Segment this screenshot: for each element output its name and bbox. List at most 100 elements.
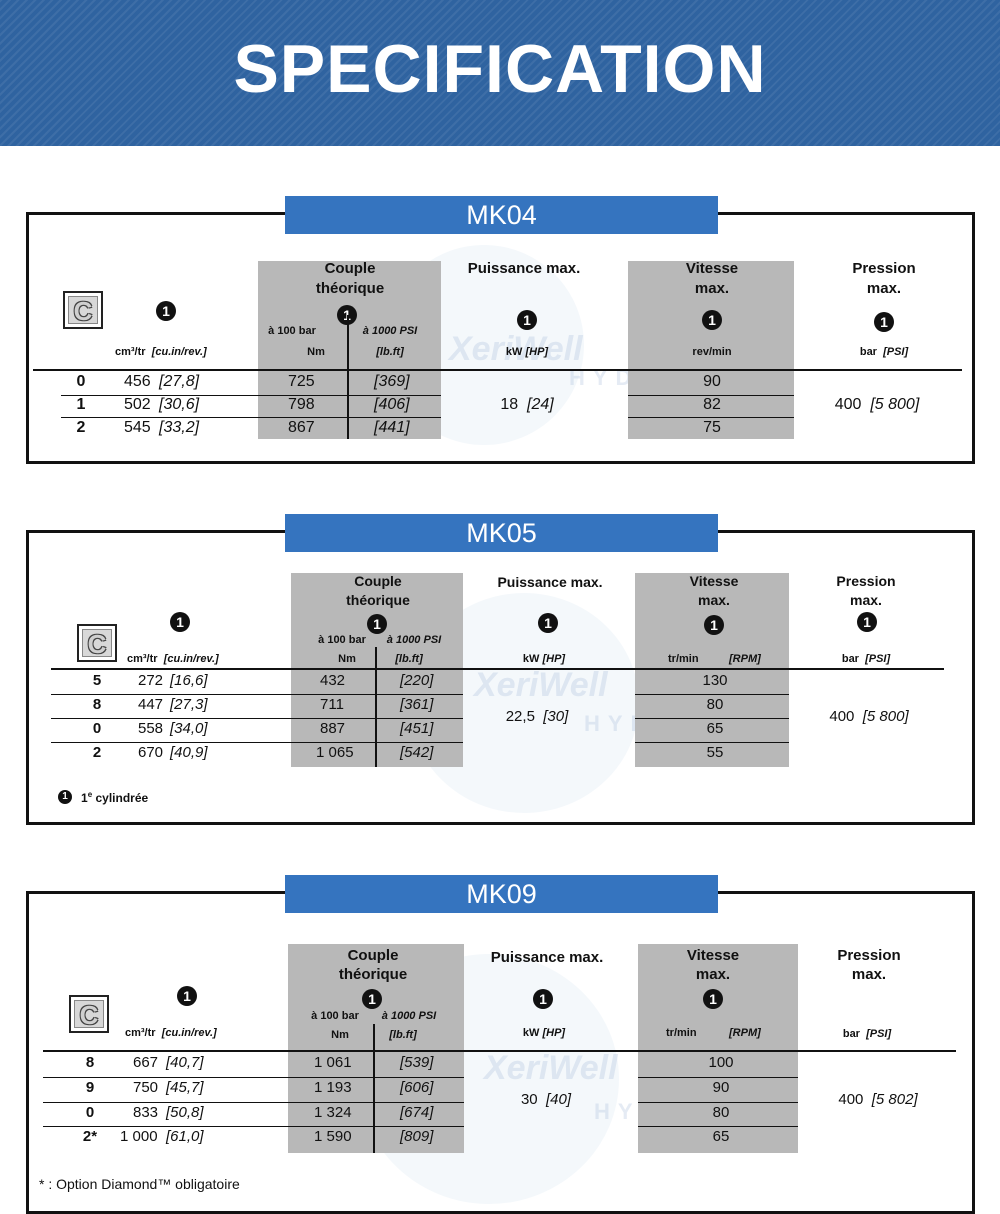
torque-unit: Nm: [331, 1029, 349, 1041]
torque-cond: à 100 bar: [311, 1010, 359, 1022]
pressure-unit: bar [PSI]: [842, 1028, 892, 1040]
footnote-text: * : Option Diamond™ obligatoire: [39, 1176, 240, 1192]
puissance-header: Puissance max.: [467, 260, 581, 277]
puissance-header: Puissance max.: [497, 574, 603, 590]
displacement-unit: cm³/tr [cu.in/rev.]: [125, 1027, 217, 1039]
header-rule: [33, 369, 962, 371]
row-rule: [61, 395, 441, 396]
row-rule: [628, 417, 794, 418]
pression-marker-icon: 1: [874, 312, 894, 332]
couple-header: Couple théorique: [315, 260, 385, 297]
puissance-header: Puissance max.: [490, 949, 604, 966]
power-unit: kW [HP]: [505, 346, 549, 358]
vitesse-marker-icon: 1: [704, 615, 724, 635]
watermark-brand: XeriWell: [474, 666, 608, 704]
pressure-value: 400 [5 800]: [834, 396, 920, 413]
header-rule: [43, 1050, 956, 1052]
pressure-value: 400 [5 800]: [829, 708, 909, 725]
mk09-label: MK09: [285, 875, 718, 913]
torque-unit-imp: [lb.ft]: [395, 653, 423, 665]
marker-icon: 1: [156, 301, 176, 321]
mk05-section: XeriWell HYD C 1 Couple théorique 1 à 10…: [26, 530, 975, 825]
torque-unit: Nm: [338, 653, 356, 665]
torque-column-bg: [291, 573, 463, 767]
watermark-brand: XeriWell: [449, 330, 583, 368]
vitesse-header: Vitesse max.: [685, 260, 739, 297]
power-value: 22,5 [30]: [505, 708, 569, 725]
speed-column-bg: [638, 944, 798, 1153]
torque-cond-imp: à 1000 PSI: [381, 1010, 437, 1022]
couple-marker-icon: 1: [362, 989, 382, 1009]
torque-divider: [375, 647, 377, 767]
row-rule: [43, 1077, 464, 1078]
puissance-marker-icon: 1: [533, 989, 553, 1009]
speed-unit-imp: [RPM]: [729, 1027, 761, 1039]
mk04-label: MK04: [285, 196, 718, 234]
torque-unit: Nm: [307, 346, 325, 358]
page-title: SPECIFICATION: [233, 31, 767, 107]
row-rule: [638, 1126, 798, 1127]
power-unit: kW [HP]: [522, 653, 566, 665]
row-rule: [635, 718, 789, 719]
rotation-c-icon: C: [69, 995, 109, 1033]
footnote-marker-icon: 1: [58, 790, 72, 804]
power-value: 30 [40]: [520, 1091, 572, 1108]
row-rule: [61, 417, 441, 418]
pression-marker-icon: 1: [857, 612, 877, 632]
rotation-c-icon: C: [63, 291, 103, 329]
displacement-unit: cm³/tr [cu.in/rev.]: [115, 346, 207, 358]
mk04-section: XeriWell HYD C 1 Couple théorique 1 à 10…: [26, 212, 975, 464]
marker-icon: 1: [177, 986, 197, 1006]
torque-cond: à 100 bar: [318, 634, 366, 646]
header-banner: SPECIFICATION: [0, 0, 1000, 146]
row-rule: [638, 1102, 798, 1103]
speed-column-bg: [635, 573, 789, 767]
pression-header: Pression max.: [836, 573, 896, 608]
speed-unit-imp: [RPM]: [729, 653, 761, 665]
displacement-unit: cm³/tr [cu.in/rev.]: [127, 653, 219, 665]
speed-column-bg: [628, 261, 794, 439]
rotation-c-icon: C: [77, 624, 117, 662]
row-rule: [635, 742, 789, 743]
vitesse-header: Vitesse max.: [689, 573, 739, 608]
row-rule: [635, 694, 789, 695]
vitesse-marker-icon: 1: [703, 989, 723, 1009]
torque-column-bg: [258, 261, 441, 439]
footnote-text: 1e cylindrée: [81, 790, 149, 805]
row-rule: [43, 1126, 464, 1127]
header-rule: [51, 668, 944, 670]
marker-icon: 1: [170, 612, 190, 632]
couple-header: Couple théorique: [346, 573, 410, 608]
torque-column-bg: [288, 944, 464, 1153]
mk09-section: XeriWell HYD C 1 Couple théorique 1 à 10…: [26, 891, 975, 1214]
watermark-brand: XeriWell: [484, 1049, 618, 1087]
row-rule: [43, 1102, 464, 1103]
puissance-marker-icon: 1: [517, 310, 537, 330]
pressure-unit: bar [PSI]: [859, 346, 909, 358]
torque-unit-imp: [lb.ft]: [389, 1029, 417, 1041]
power-value: 18 [24]: [500, 396, 554, 413]
vitesse-header: Vitesse max.: [686, 947, 740, 983]
speed-unit: tr/min: [666, 1027, 697, 1039]
mk05-label: MK05: [285, 514, 718, 552]
row-rule: [51, 694, 463, 695]
torque-divider: [373, 1024, 375, 1153]
torque-unit-imp: [lb.ft]: [376, 346, 404, 358]
pression-header: Pression max.: [837, 947, 901, 983]
power-unit: kW [HP]: [522, 1027, 566, 1039]
pression-header: Pression max.: [852, 260, 916, 297]
pressure-value: 400 [5 802]: [838, 1091, 918, 1108]
speed-unit: tr/min: [668, 653, 699, 665]
couple-header: Couple théorique: [338, 947, 408, 983]
pressure-unit: bar [PSI]: [841, 653, 891, 665]
torque-divider: [347, 315, 349, 439]
row-rule: [51, 742, 463, 743]
row-rule: [638, 1077, 798, 1078]
row-rule: [51, 718, 463, 719]
couple-marker-icon: 1: [367, 614, 387, 634]
torque-cond-imp: à 1000 PSI: [386, 634, 442, 646]
vitesse-marker-icon: 1: [702, 310, 722, 330]
torque-cond-imp: à 1000 PSI: [362, 325, 418, 337]
puissance-marker-icon: 1: [538, 613, 558, 633]
torque-cond: à 100 bar: [268, 325, 316, 337]
